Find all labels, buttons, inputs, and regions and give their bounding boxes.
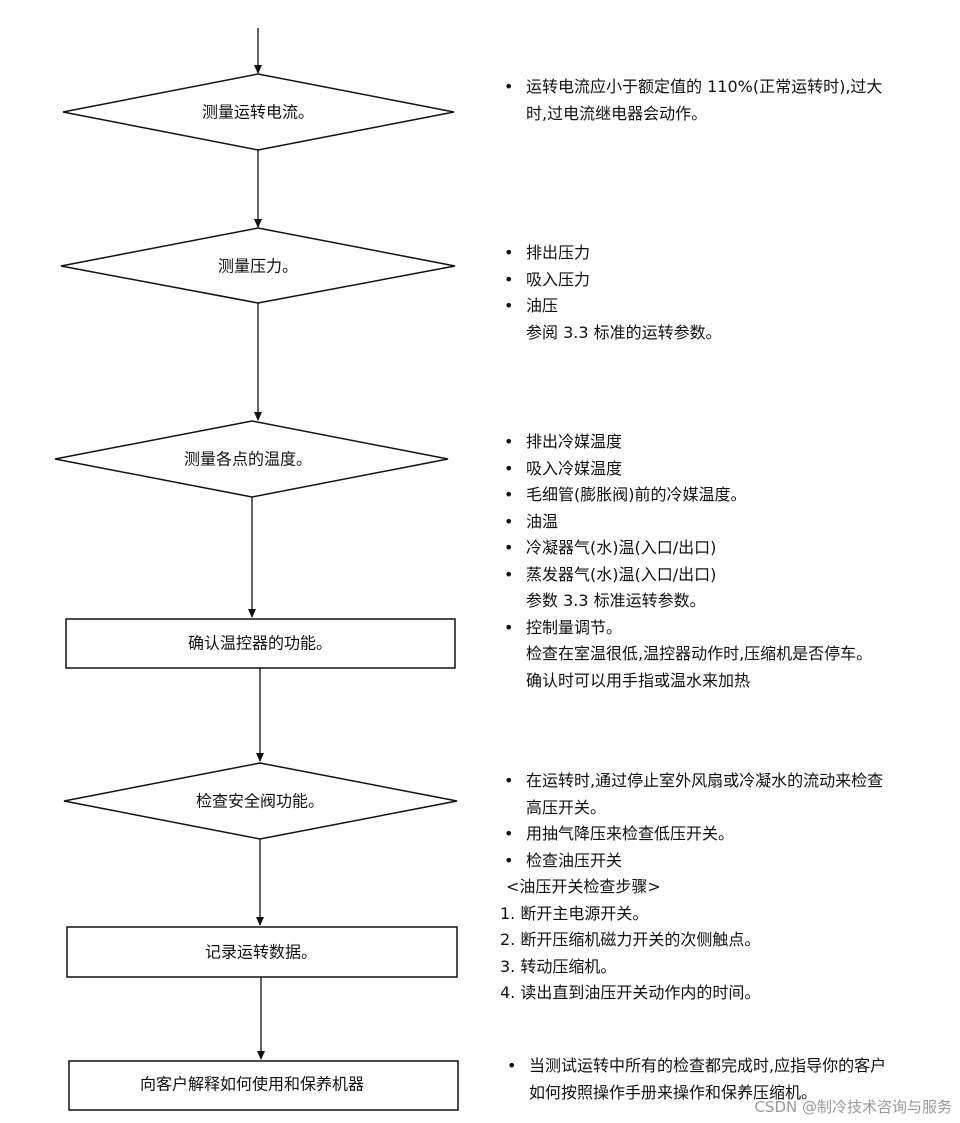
decision-check-safety-valve	[63, 762, 458, 840]
note-step: 1. 断开主电源开关。	[500, 903, 649, 923]
note-line: 时,过电流继电器会动作。	[526, 103, 708, 123]
note-line: 高压开关。	[526, 797, 607, 817]
note-line: 油温	[500, 509, 872, 536]
note-line: 吸入压力	[500, 267, 722, 294]
note-pressure: 排出压力 吸入压力 油压 参阅 3.3 标准的运转参数。	[500, 240, 722, 346]
decision-measure-current-label: 测量运转电流。	[202, 103, 314, 122]
process-record-data	[66, 926, 458, 978]
note-line: <油压开关检查步骤>	[506, 877, 661, 896]
note-line: 参数 3.3 标准运转参数。	[526, 591, 706, 610]
note-line: 蒸发器气(水)温(入口/出口)	[500, 562, 872, 589]
note-line: 当测试运转中所有的检查都完成时,应指导你的客户	[503, 1053, 886, 1080]
note-line: 排出压力	[500, 240, 722, 267]
note-line: 控制量调节。	[500, 615, 872, 642]
process-record-data-label: 记录运转数据。	[205, 943, 317, 962]
note-line: 检查油压开关	[500, 848, 883, 875]
process-explain-to-customer-label: 向客户解释如何使用和保养机器	[140, 1075, 364, 1094]
process-explain-to-customer	[68, 1060, 459, 1111]
note-line: 冷凝器气(水)温(入口/出口)	[500, 535, 872, 562]
decision-measure-current	[62, 73, 455, 151]
process-confirm-thermostat	[65, 618, 456, 669]
note-current: 运转电流应小于额定值的 110%(正常运转时),过大 时,过电流继电器会动作。	[500, 74, 882, 127]
note-customer: 当测试运转中所有的检查都完成时,应指导你的客户 如何按照操作手册来操作和保养压缩…	[503, 1053, 886, 1106]
note-line: 排出冷媒温度	[500, 429, 872, 456]
note-line: 吸入冷媒温度	[500, 456, 872, 483]
note-line: 用抽气降压来检查低压开关。	[500, 821, 883, 848]
decision-measure-pressure-label: 测量压力。	[218, 257, 298, 276]
note-line: 在运转时,通过停止室外风扇或冷凝水的流动来检查	[500, 768, 883, 795]
note-safety-valve: 在运转时,通过停止室外风扇或冷凝水的流动来检查 高压开关。 用抽气降压来检查低压…	[500, 768, 883, 1007]
process-confirm-thermostat-label: 确认温控器的功能。	[188, 634, 332, 653]
note-step: 2. 断开压缩机磁力开关的次侧触点。	[500, 930, 761, 949]
note-line: 如何按照操作手册来操作和保养压缩机。	[529, 1082, 818, 1102]
decision-measure-temperatures-label: 测量各点的温度。	[184, 450, 312, 469]
watermark: CSDN @制冷技术咨询与服务	[754, 1098, 952, 1116]
note-line: 参阅 3.3 标准的运转参数。	[526, 322, 722, 342]
note-line: 油压	[500, 293, 722, 320]
decision-measure-temperatures	[54, 420, 449, 498]
note-line: 检查在室温很低,温控器动作时,压缩机是否停车。	[526, 644, 873, 663]
note-temperature: 排出冷媒温度 吸入冷媒温度 毛细管(膨胀阀)前的冷媒温度。 油温 冷凝器气(水)…	[500, 429, 872, 694]
note-line: 运转电流应小于额定值的 110%(正常运转时),过大	[500, 74, 882, 101]
note-step: 4. 读出直到油压开关动作内的时间。	[500, 983, 761, 1002]
note-line: 毛细管(膨胀阀)前的冷媒温度。	[500, 482, 872, 509]
decision-measure-pressure	[60, 227, 456, 304]
note-step: 3. 转动压缩机。	[500, 956, 617, 976]
note-line: 确认时可以用手指或温水来加热	[526, 670, 751, 690]
decision-check-safety-valve-label: 检查安全阀功能。	[196, 792, 324, 811]
